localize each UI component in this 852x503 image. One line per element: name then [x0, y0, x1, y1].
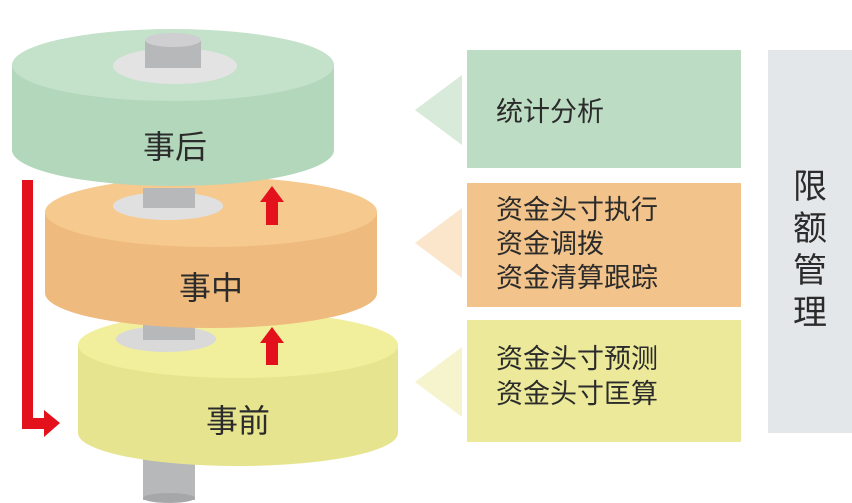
side-panel-bg: [768, 50, 852, 433]
box-after: 统计分析: [415, 50, 741, 168]
box-during-line-3: 资金清算跟踪: [496, 263, 658, 294]
up-arrow-icon: [260, 186, 284, 225]
up-arrow-during-to-after: [260, 186, 284, 225]
stage-label-during: 事中: [179, 269, 243, 307]
disc-during-shaft: [143, 188, 195, 208]
disc-during: 事中: [45, 177, 377, 328]
box-before: 资金头寸预测 资金头寸匡算: [415, 320, 741, 442]
box-during-line-2: 资金调拨: [496, 229, 604, 260]
flow-arrow-after-to-before: [22, 180, 60, 437]
flow-arrow-vertical: [22, 180, 33, 424]
box-after-line: 统计分析: [496, 97, 604, 128]
box-after-arrow-icon: [415, 75, 462, 145]
up-arrow-icon: [260, 327, 284, 365]
box-during-line-1: 资金头寸执行: [496, 195, 658, 226]
box-after-panel: [467, 50, 741, 168]
disc-after: 事后: [12, 29, 334, 186]
disc-before-side: [78, 345, 398, 466]
box-during-panel: [467, 183, 741, 307]
flow-arrow-head-icon: [44, 410, 60, 437]
box-during-arrow-icon: [415, 208, 462, 278]
up-arrow-before-to-during: [260, 327, 284, 365]
disc-before: 事前: [78, 312, 398, 466]
side-panel-char-1: 限: [793, 167, 827, 207]
side-panel-char-4: 理: [793, 293, 827, 333]
stage-label-before: 事前: [206, 402, 270, 440]
box-before-panel: [467, 320, 741, 442]
flow-arrow-horizontal: [22, 418, 44, 429]
stage-label-after: 事后: [143, 128, 207, 166]
box-before-line-1: 资金头寸预测: [496, 344, 658, 375]
side-panel: 限 额 管 理: [768, 50, 852, 433]
disc-after-shaft-cap: [145, 33, 201, 47]
box-before-arrow-icon: [415, 347, 462, 417]
side-panel-char-2: 额: [793, 209, 827, 249]
box-during: 资金头寸执行 资金调拨 资金清算跟踪: [415, 183, 741, 307]
box-before-line-2: 资金头寸匡算: [496, 379, 658, 410]
shaft-bottom-cap: [143, 493, 195, 503]
side-panel-char-3: 管: [793, 251, 827, 291]
